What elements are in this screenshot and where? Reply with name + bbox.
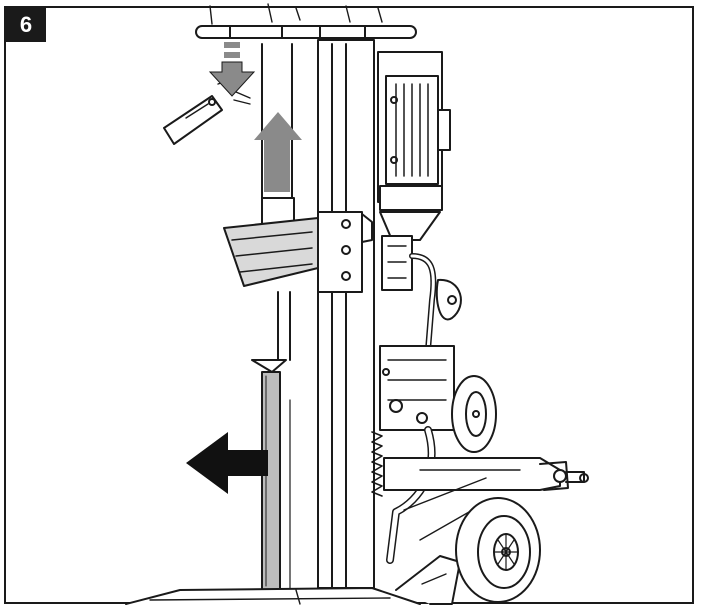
step-number-badge: 6 (6, 8, 46, 42)
lever-tool (163, 79, 251, 145)
main-column (261, 39, 375, 591)
transport-wheel (455, 497, 541, 603)
top-handle-bar (195, 3, 417, 39)
arrow-up-icon (254, 112, 302, 192)
hydraulic-pump (379, 235, 462, 431)
pulley-wheel (451, 375, 497, 453)
electric-motor (377, 51, 451, 241)
log-support-stand (251, 359, 287, 591)
arrow-down-icon (208, 42, 256, 97)
base-plate (125, 587, 421, 605)
chassis-tow-bar (383, 457, 589, 605)
splitting-wedge (223, 197, 373, 293)
hose-and-spring (371, 426, 436, 564)
arrow-left-icon (186, 432, 268, 494)
